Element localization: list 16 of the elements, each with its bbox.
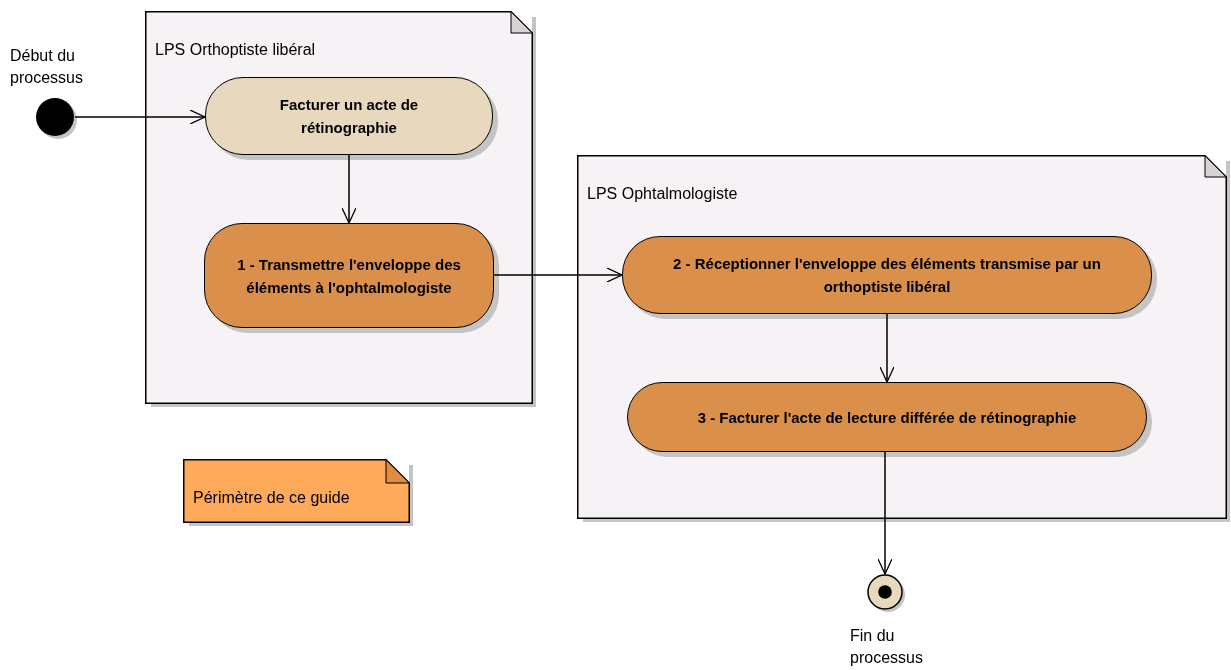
arrow xyxy=(877,451,893,575)
activity-label: Facturer un acte de rétinographie xyxy=(278,95,420,138)
final-node xyxy=(867,574,903,610)
arrow xyxy=(493,267,623,283)
activity-label: 3 - Facturer l'acte de lecture différée de rétinographie xyxy=(697,407,1077,428)
arrow xyxy=(341,154,357,224)
arrow xyxy=(879,313,895,383)
node-caption: Fin du processus xyxy=(850,626,924,668)
activity-label: 2 - Réceptionner l'enveloppe des éléments transmise par un orthoptiste libéral xyxy=(672,254,1102,297)
node-caption: Début du processus xyxy=(10,46,84,88)
package-label: LPS Ophtalmologiste xyxy=(587,185,738,203)
start-node xyxy=(35,97,75,137)
note-text: Périmètre de ce guide xyxy=(193,489,350,507)
package-label: LPS Orthoptiste libéral xyxy=(155,41,316,59)
activity-label: 1 - Transmettre l'enveloppe des éléments à l'ophtalmologiste xyxy=(236,254,462,298)
arrow xyxy=(74,109,206,125)
